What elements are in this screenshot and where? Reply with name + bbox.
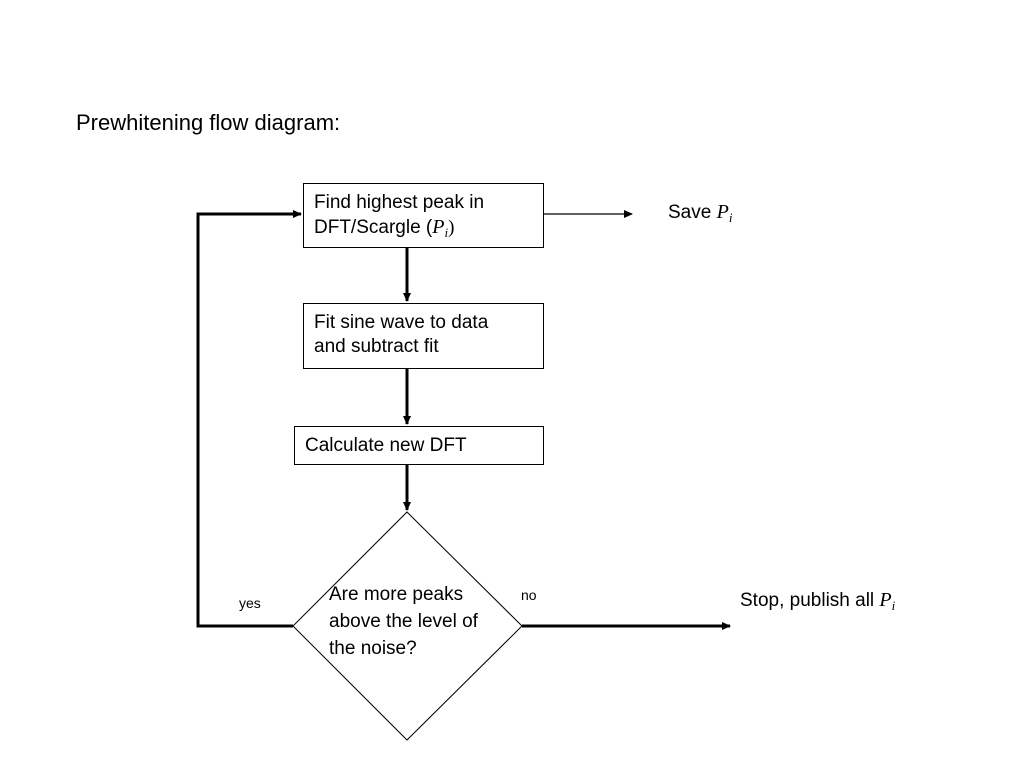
fit-sine-line1: Fit sine wave to data (314, 312, 489, 333)
find-peak-box: Find highest peak in DFT/Scargle (Pi) (303, 183, 544, 248)
yes-label: yes (239, 595, 261, 611)
save-outcome: Save Pi (668, 201, 732, 226)
decision-line3: the noise? (329, 638, 417, 659)
stop-prefix: Stop, publish all (740, 590, 880, 611)
save-subscript: i (728, 210, 733, 225)
find-peak-line1: Find highest peak in (314, 192, 485, 213)
calc-dft-box: Calculate new DFT (294, 426, 544, 465)
peak-variable: P (432, 216, 445, 238)
stop-subscript: i (891, 598, 896, 613)
decision-question: Are more peaks above the level of the no… (329, 581, 478, 662)
decision-line2: above the level of (329, 611, 478, 632)
save-prefix: Save (668, 202, 717, 223)
diagram-title: Prewhitening flow diagram: (76, 110, 341, 135)
save-variable: P (716, 201, 729, 223)
decision-line1: Are more peaks (329, 584, 464, 605)
arrow-yes-loop (196, 210, 302, 628)
peak-subscript: i (444, 225, 449, 240)
find-peak-line2-suffix: ) (448, 217, 455, 238)
calc-dft-label: Calculate new DFT (305, 435, 467, 456)
fit-sine-box: Fit sine wave to data and subtract fit (303, 303, 544, 369)
stop-variable: P (879, 589, 892, 611)
no-label: no (521, 587, 537, 603)
fit-sine-line2: and subtract fit (314, 336, 439, 357)
find-peak-line2: DFT/Scargle (Pi) (314, 215, 533, 245)
find-peak-line2-prefix: DFT/Scargle ( (314, 217, 433, 238)
decision-diamond (292, 511, 523, 741)
stop-outcome: Stop, publish all Pi (740, 589, 895, 614)
